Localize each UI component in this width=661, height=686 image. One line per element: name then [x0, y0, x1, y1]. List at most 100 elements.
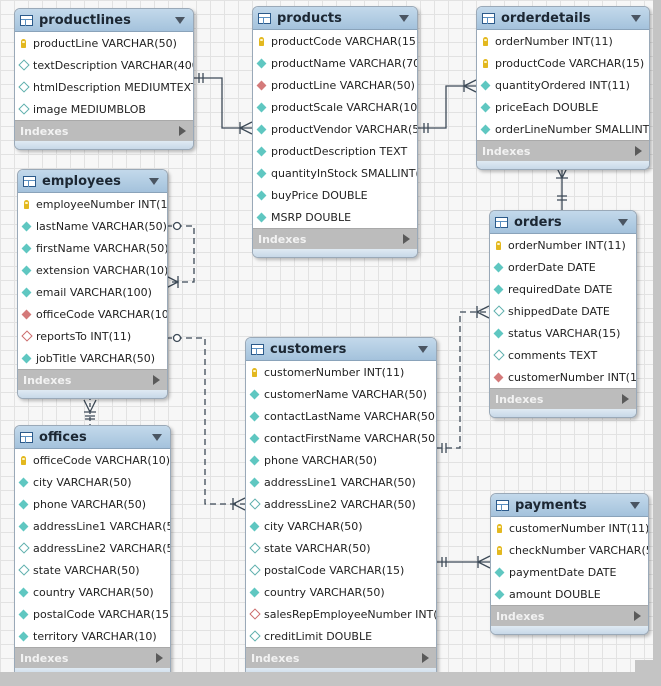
- indexes-section[interactable]: Indexes: [490, 388, 636, 409]
- table-column[interactable]: orderLineNumber SMALLINT(6): [477, 118, 649, 140]
- expand-arrow-icon[interactable]: [153, 375, 160, 385]
- expand-arrow-icon[interactable]: [422, 653, 429, 663]
- table-column[interactable]: city VARCHAR(50): [15, 471, 170, 493]
- table-column[interactable]: country VARCHAR(50): [246, 581, 436, 603]
- table-column[interactable]: buyPrice DOUBLE: [253, 184, 417, 206]
- table-column[interactable]: firstName VARCHAR(50): [18, 237, 167, 259]
- indexes-section[interactable]: Indexes: [491, 605, 648, 626]
- indexes-section[interactable]: Indexes: [253, 228, 417, 249]
- table-column[interactable]: htmlDescription MEDIUMTEXT: [15, 76, 193, 98]
- indexes-section[interactable]: Indexes: [246, 647, 436, 668]
- table-column[interactable]: state VARCHAR(50): [15, 559, 170, 581]
- table-column[interactable]: country VARCHAR(50): [15, 581, 170, 603]
- table-column[interactable]: territory VARCHAR(10): [15, 625, 170, 647]
- table-column[interactable]: state VARCHAR(50): [246, 537, 436, 559]
- indexes-section[interactable]: Indexes: [18, 369, 167, 390]
- table-column[interactable]: productCode VARCHAR(15): [477, 52, 649, 74]
- table-column[interactable]: employeeNumber INT(11): [18, 193, 167, 215]
- expand-arrow-icon[interactable]: [156, 653, 163, 663]
- table-column[interactable]: phone VARCHAR(50): [15, 493, 170, 515]
- table-column[interactable]: productDescription TEXT: [253, 140, 417, 162]
- expand-arrow-icon[interactable]: [634, 611, 641, 621]
- indexes-section[interactable]: Indexes: [15, 647, 170, 668]
- table-column[interactable]: creditLimit DOUBLE: [246, 625, 436, 647]
- table-column[interactable]: contactFirstName VARCHAR(50): [246, 427, 436, 449]
- chevron-down-icon[interactable]: [631, 14, 641, 22]
- table-header[interactable]: offices: [15, 426, 170, 449]
- table-column[interactable]: phone VARCHAR(50): [246, 449, 436, 471]
- table-column[interactable]: productScale VARCHAR(10): [253, 96, 417, 118]
- table-header[interactable]: customers: [246, 338, 436, 361]
- table-column[interactable]: orderDate DATE: [490, 256, 636, 278]
- expand-arrow-icon[interactable]: [622, 394, 629, 404]
- table-column[interactable]: shippedDate DATE: [490, 300, 636, 322]
- table-column[interactable]: officeCode VARCHAR(10): [18, 303, 167, 325]
- table-column[interactable]: city VARCHAR(50): [246, 515, 436, 537]
- table-column[interactable]: reportsTo INT(11): [18, 325, 167, 347]
- table-column[interactable]: customerNumber INT(11): [490, 366, 636, 388]
- chevron-down-icon[interactable]: [418, 345, 428, 353]
- table-header[interactable]: payments: [491, 494, 648, 517]
- table-column[interactable]: extension VARCHAR(10): [18, 259, 167, 281]
- table-column[interactable]: amount DOUBLE: [491, 583, 648, 605]
- table-column[interactable]: paymentDate DATE: [491, 561, 648, 583]
- chevron-down-icon[interactable]: [175, 16, 185, 24]
- table-column[interactable]: priceEach DOUBLE: [477, 96, 649, 118]
- table-column[interactable]: orderNumber INT(11): [490, 234, 636, 256]
- indexes-section[interactable]: Indexes: [15, 120, 193, 141]
- relationship-products-orderdetails[interactable]: [416, 85, 476, 129]
- table-column[interactable]: contactLastName VARCHAR(50): [246, 405, 436, 427]
- table-header[interactable]: employees: [18, 170, 167, 193]
- table-column[interactable]: postalCode VARCHAR(15): [246, 559, 436, 581]
- expand-arrow-icon[interactable]: [179, 126, 186, 136]
- table-column[interactable]: textDescription VARCHAR(4000): [15, 54, 193, 76]
- table-column[interactable]: productLine VARCHAR(50): [15, 32, 193, 54]
- table-column[interactable]: productCode VARCHAR(15): [253, 30, 417, 52]
- table-column[interactable]: email VARCHAR(100): [18, 281, 167, 303]
- table-column[interactable]: lastName VARCHAR(50): [18, 215, 167, 237]
- table-column[interactable]: image MEDIUMBLOB: [15, 98, 193, 120]
- table-column[interactable]: status VARCHAR(15): [490, 322, 636, 344]
- table-column[interactable]: comments TEXT: [490, 344, 636, 366]
- table-column[interactable]: addressLine2 VARCHAR(50): [15, 537, 170, 559]
- relationship-productlines-products[interactable]: [193, 77, 252, 129]
- chevron-down-icon[interactable]: [399, 14, 409, 22]
- indexes-section[interactable]: Indexes: [477, 140, 649, 161]
- chevron-down-icon[interactable]: [618, 218, 628, 226]
- table-header[interactable]: products: [253, 7, 417, 30]
- expand-arrow-icon[interactable]: [403, 234, 410, 244]
- chevron-down-icon[interactable]: [152, 433, 162, 441]
- table-column[interactable]: addressLine1 VARCHAR(50): [246, 471, 436, 493]
- table-column[interactable]: customerName VARCHAR(50): [246, 383, 436, 405]
- table-column[interactable]: jobTitle VARCHAR(50): [18, 347, 167, 369]
- chevron-down-icon[interactable]: [630, 501, 640, 509]
- table-header[interactable]: orderdetails: [477, 7, 649, 30]
- table-column[interactable]: checkNumber VARCHAR(50): [491, 539, 648, 561]
- relationship-employees-reportsto[interactable]: [166, 225, 195, 283]
- table-column[interactable]: productName VARCHAR(70): [253, 52, 417, 74]
- table-column[interactable]: productLine VARCHAR(50): [253, 74, 417, 96]
- table-column[interactable]: addressLine2 VARCHAR(50): [246, 493, 436, 515]
- relationship-customers-orders[interactable]: [436, 311, 489, 449]
- table-column[interactable]: MSRP DOUBLE: [253, 206, 417, 228]
- table-column[interactable]: productVendor VARCHAR(50): [253, 118, 417, 140]
- table-column[interactable]: officeCode VARCHAR(10): [15, 449, 170, 471]
- table-column[interactable]: requiredDate DATE: [490, 278, 636, 300]
- table-column[interactable]: orderNumber INT(11): [477, 30, 649, 52]
- table-column[interactable]: postalCode VARCHAR(15): [15, 603, 170, 625]
- table-column[interactable]: addressLine1 VARCHAR(50): [15, 515, 170, 537]
- table-column[interactable]: customerNumber INT(11): [246, 361, 436, 383]
- table-column[interactable]: quantityInStock SMALLINT(6): [253, 162, 417, 184]
- table-column[interactable]: customerNumber INT(11): [491, 517, 648, 539]
- table-column[interactable]: quantityOrdered INT(11): [477, 74, 649, 96]
- chevron-down-icon[interactable]: [149, 177, 159, 185]
- table-header[interactable]: productlines: [15, 9, 193, 32]
